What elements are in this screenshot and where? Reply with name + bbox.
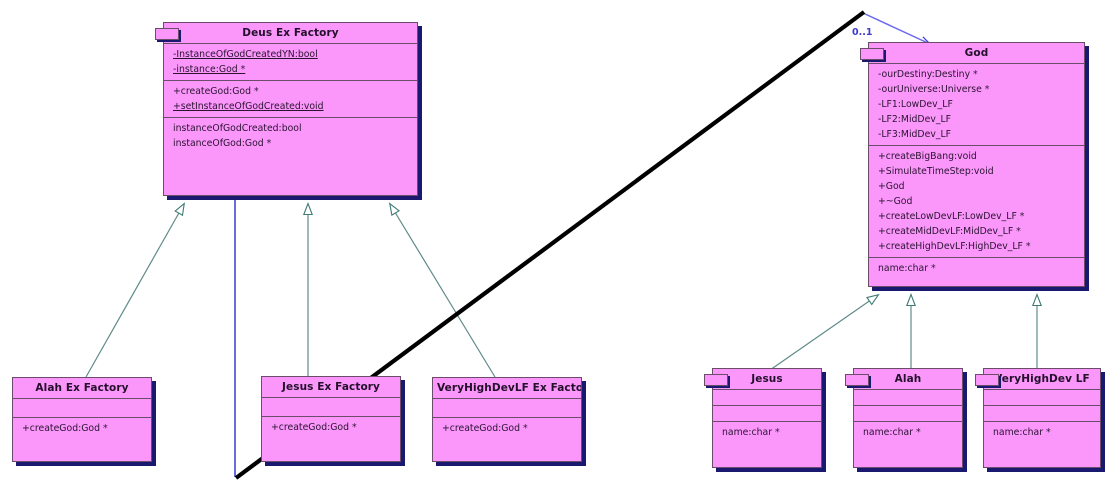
extra-item: name:char * [863, 427, 921, 438]
extra-item: name:char * [722, 427, 780, 438]
extra-compartment-jesus: name:char * [713, 421, 821, 443]
attributes-compartment-jesus [713, 389, 821, 405]
extra-item: name:char * [993, 427, 1051, 438]
class-tab-icon [860, 48, 884, 60]
attributes-compartment-deus-ex-factory: -InstanceOfGodCreatedYN:bool -instance:G… [164, 43, 417, 80]
operations-compartment-deus-ex-factory: +createGod:God * +setInstanceOfGodCreate… [164, 80, 417, 117]
attribute-item: -InstanceOfGodCreatedYN:bool [173, 49, 318, 60]
extra-compartment-god: name:char * [869, 257, 1084, 279]
empty-attributes [262, 398, 400, 416]
class-box-jesus[interactable]: Jesus name:char * [704, 368, 822, 468]
operation-item: +SimulateTimeStep:void [878, 166, 994, 177]
attributes-compartment-alah-ex-factory [13, 398, 151, 417]
generalization-jesus-to-god [769, 293, 880, 371]
class-title-alah-ex-factory: Alah Ex Factory [35, 382, 129, 394]
attribute-item: -LF1:LowDev_LF [878, 99, 953, 110]
empty-attributes [854, 390, 962, 405]
attributes-compartment-alah [854, 389, 962, 405]
operations-compartment-alah-ex-factory: +createGod:God * [13, 417, 151, 439]
operations-compartment-jesus [713, 405, 821, 421]
extra-compartment-deus-ex-factory: instanceOfGodCreated:bool instanceOfGod:… [164, 117, 417, 154]
operation-item: +createMidDevLF:MidDev_LF * [878, 226, 1021, 237]
operation-item: +createHighDevLF:HighDev_LF * [878, 241, 1031, 252]
operations-compartment-god: +createBigBang:void +SimulateTimeStep:vo… [869, 145, 1084, 257]
empty-attributes [713, 390, 821, 405]
operation-item: +createGod:God * [22, 423, 108, 434]
class-box-alah[interactable]: Alah name:char * [845, 368, 963, 468]
attribute-item: -instance:God * [173, 64, 246, 75]
class-tab-icon [704, 374, 728, 386]
class-title-jesus: Jesus [751, 373, 783, 385]
operation-item: +createGod:God * [271, 422, 357, 433]
association-arrow-to-god [862, 12, 930, 44]
empty-attributes [433, 399, 581, 417]
class-tab-icon [845, 374, 869, 386]
operations-compartment-veryhighdev-lf [984, 405, 1100, 421]
class-title-jesus-ex-factory: Jesus Ex Factory [282, 381, 380, 393]
class-tab-icon [155, 28, 179, 40]
attribute-item: -ourUniverse:Universe * [878, 84, 990, 95]
operation-item: +~God [878, 196, 913, 207]
class-box-veryhighdev-lf[interactable]: VeryHighDev LF name:char * [975, 368, 1101, 468]
attributes-compartment-veryhighdevlf-ex-factory [433, 398, 581, 417]
operations-compartment-veryhighdevlf-ex-factory: +createGod:God * [433, 417, 581, 439]
empty-operations [984, 406, 1100, 421]
empty-operations [713, 406, 821, 421]
operations-compartment-jesus-ex-factory: +createGod:God * [262, 416, 400, 438]
class-box-god[interactable]: God -ourDestiny:Destiny * -ourUniverse:U… [860, 42, 1085, 287]
class-box-deus-ex-factory[interactable]: Deus Ex Factory -InstanceOfGodCreatedYN:… [155, 22, 418, 196]
attributes-compartment-veryhighdev-lf [984, 389, 1100, 405]
generalization-alahexfactory-to-deusexfactory [85, 202, 186, 378]
attribute-item: -LF3:MidDev_LF [878, 129, 951, 140]
extra-compartment-alah: name:char * [854, 421, 962, 443]
class-box-veryhighdevlf-ex-factory[interactable]: VeryHighDevLF Ex Factory +createGod:God … [432, 377, 582, 462]
extra-item: instanceOfGodCreated:bool [173, 123, 302, 134]
operation-item: +createBigBang:void [878, 151, 977, 162]
extra-item: name:char * [878, 263, 936, 274]
class-tab-icon [975, 374, 999, 386]
operation-item: +setInstanceOfGodCreated:void [173, 101, 324, 112]
attribute-item: -ourDestiny:Destiny * [878, 69, 978, 80]
class-title-deus-ex-factory: Deus Ex Factory [242, 27, 339, 39]
operation-item: +God [878, 181, 905, 192]
class-title-god: God [964, 47, 989, 59]
class-title-alah: Alah [894, 373, 922, 385]
operation-item: +createGod:God * [173, 86, 259, 97]
empty-attributes [13, 399, 151, 417]
class-title-veryhighdev-lf: VeryHighDev LF [994, 373, 1090, 385]
empty-attributes [984, 390, 1100, 405]
attributes-compartment-god: -ourDestiny:Destiny * -ourUniverse:Unive… [869, 63, 1084, 145]
operation-item: +createLowDevLF:LowDev_LF * [878, 211, 1025, 222]
operations-compartment-alah [854, 405, 962, 421]
extra-compartment-veryhighdev-lf: name:char * [984, 421, 1100, 443]
class-box-jesus-ex-factory[interactable]: Jesus Ex Factory +createGod:God * [261, 376, 401, 462]
multiplicity-label-0-1: 0..1 [852, 27, 873, 38]
attributes-compartment-jesus-ex-factory [262, 397, 400, 416]
operation-item: +createGod:God * [442, 423, 528, 434]
class-title-veryhighdevlf-ex-factory: VeryHighDevLF Ex Factory [437, 382, 581, 394]
extra-item: instanceOfGod:God * [173, 138, 272, 149]
attribute-item: -LF2:MidDev_LF [878, 114, 951, 125]
class-box-alah-ex-factory[interactable]: Alah Ex Factory +createGod:God * [12, 377, 152, 462]
empty-operations [854, 406, 962, 421]
generalization-veryhighdevlfexfactory-to-deusexfactory [388, 202, 496, 378]
